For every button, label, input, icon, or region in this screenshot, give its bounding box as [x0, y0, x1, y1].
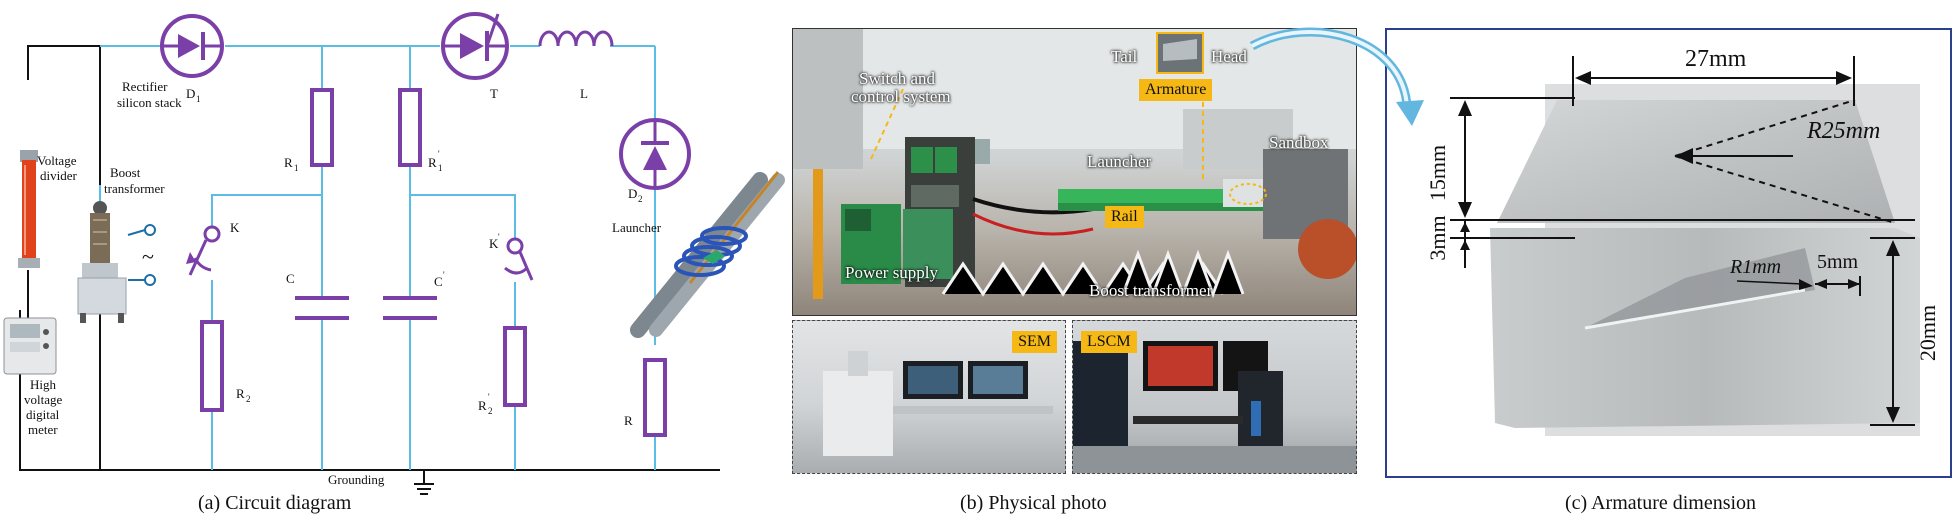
- dim-h20: 20mm: [1915, 305, 1940, 361]
- label-d2-sub: 2: [638, 194, 643, 204]
- switch-k-prime: [506, 237, 524, 255]
- label-power-supply: Power supply: [845, 263, 939, 282]
- label-tail: Tail: [1111, 47, 1138, 66]
- label-rectifier-1: Rectifier: [122, 79, 168, 94]
- inductor-l: [538, 30, 614, 47]
- tag-sem: SEM: [1012, 331, 1057, 353]
- label-launcher-photo: Launcher: [1087, 152, 1152, 171]
- label-cp-sup: ': [443, 270, 445, 280]
- resistor-r2-prime: [503, 326, 527, 407]
- label-r2: R: [236, 386, 245, 401]
- label-meter-1: High: [30, 377, 57, 392]
- label-meter-2: voltage: [24, 392, 62, 407]
- ground-bus: [19, 310, 720, 471]
- label-r2p-sub: 2: [488, 406, 493, 416]
- physical-photo-panel: Switch and control system Tail Head Arma…: [792, 28, 1357, 520]
- label-ac: ~: [142, 244, 154, 269]
- label-sandbox: Sandbox: [1269, 133, 1329, 152]
- label-meter-3: digital: [26, 407, 60, 422]
- label-r2p-sup: ': [488, 392, 490, 402]
- label-r1: R: [284, 155, 293, 170]
- label-r: R: [624, 413, 633, 428]
- ground-icon: [414, 470, 434, 495]
- resistor-r1: [310, 88, 334, 167]
- circuit-diagram: Voltage divider Boost transformer Rectif…: [3, 12, 785, 495]
- black-wire-top: [27, 45, 100, 80]
- label-launcher: Launcher: [612, 220, 662, 235]
- dim-r25: R25mm: [1806, 118, 1880, 144]
- label-boost-transformer: Boost transformer: [1089, 281, 1213, 300]
- caption-circuit: (a) Circuit diagram: [198, 492, 352, 514]
- boost-transformer-icon: [77, 201, 127, 323]
- tag-rail: Rail: [1105, 206, 1144, 228]
- label-d2: D: [628, 186, 637, 201]
- voltage-divider-icon: [18, 150, 40, 268]
- resistor-r2: [200, 320, 224, 412]
- label-cp: C: [434, 274, 443, 289]
- caption-physical-photo: (b) Physical photo: [960, 492, 1107, 514]
- label-kp: K: [489, 236, 499, 251]
- resistor-r1-prime: [398, 88, 422, 167]
- label-rectifier-2: silicon stack: [117, 95, 182, 110]
- label-meter-4: meter: [28, 422, 58, 437]
- digital-meter-icon: [3, 317, 57, 375]
- label-l: L: [580, 86, 588, 101]
- dim-h3: 3mm: [1425, 215, 1450, 260]
- label-r1p-sup: ': [438, 149, 440, 159]
- launcher-photo: Switch and control system Tail Head Arma…: [792, 28, 1357, 316]
- dim-width: 27mm: [1685, 46, 1747, 72]
- label-boost-1: Boost: [110, 165, 141, 180]
- dim-line-r1: [1736, 280, 1804, 285]
- label-d1: D: [186, 86, 195, 101]
- launcher-scene: [793, 29, 1356, 299]
- armature-drawing: 27mm R25mm R1mm 5mm 15mm 3mm 20mm: [1385, 28, 1952, 478]
- label-head: Head: [1211, 47, 1247, 66]
- label-boost-2: transformer: [104, 181, 165, 196]
- label-voltage-divider-1: Voltage: [37, 153, 77, 168]
- label-switch-control-1: Switch and: [859, 69, 936, 88]
- armature-panel: 27mm R25mm R1mm 5mm 15mm 3mm 20mm (c) Ar…: [1385, 28, 1953, 520]
- label-t: T: [490, 86, 498, 101]
- label-r1p-sub: 1: [438, 163, 443, 173]
- label-d1-sub: 1: [196, 94, 201, 104]
- circuit-diagram-panel: Voltage divider Boost transformer Rectif…: [0, 0, 790, 520]
- label-r2p: R: [478, 398, 487, 413]
- caption-armature: (c) Armature dimension: [1565, 492, 1757, 514]
- dim-w5: 5mm: [1817, 251, 1859, 273]
- label-c: C: [286, 271, 295, 286]
- label-r2-sub: 2: [246, 394, 251, 404]
- label-r1p: R: [428, 155, 437, 170]
- terminal-upper: [144, 224, 156, 236]
- dim-r1: R1mm: [1729, 256, 1781, 278]
- label-voltage-divider-2: divider: [40, 168, 77, 183]
- label-r1-sub: 1: [294, 163, 299, 173]
- terminal-lower: [144, 274, 156, 286]
- tag-lscm: LSCM: [1081, 331, 1137, 353]
- label-grounding: Grounding: [328, 472, 385, 487]
- tag-armature: Armature: [1139, 79, 1213, 101]
- launcher-coil-icon: [630, 171, 785, 338]
- lscm-photo: LSCM: [1072, 320, 1357, 474]
- sem-photo: SEM: [792, 320, 1066, 474]
- armature-bottom-block: [1490, 228, 1920, 428]
- label-k: K: [230, 220, 240, 235]
- resistor-r: [643, 358, 667, 437]
- label-switch-control-2: control system: [851, 87, 951, 106]
- connector-arrow: [1249, 27, 1424, 126]
- dim-h15: 15mm: [1425, 145, 1450, 201]
- switch-k: [203, 225, 221, 243]
- label-kp-sup: ': [498, 232, 500, 242]
